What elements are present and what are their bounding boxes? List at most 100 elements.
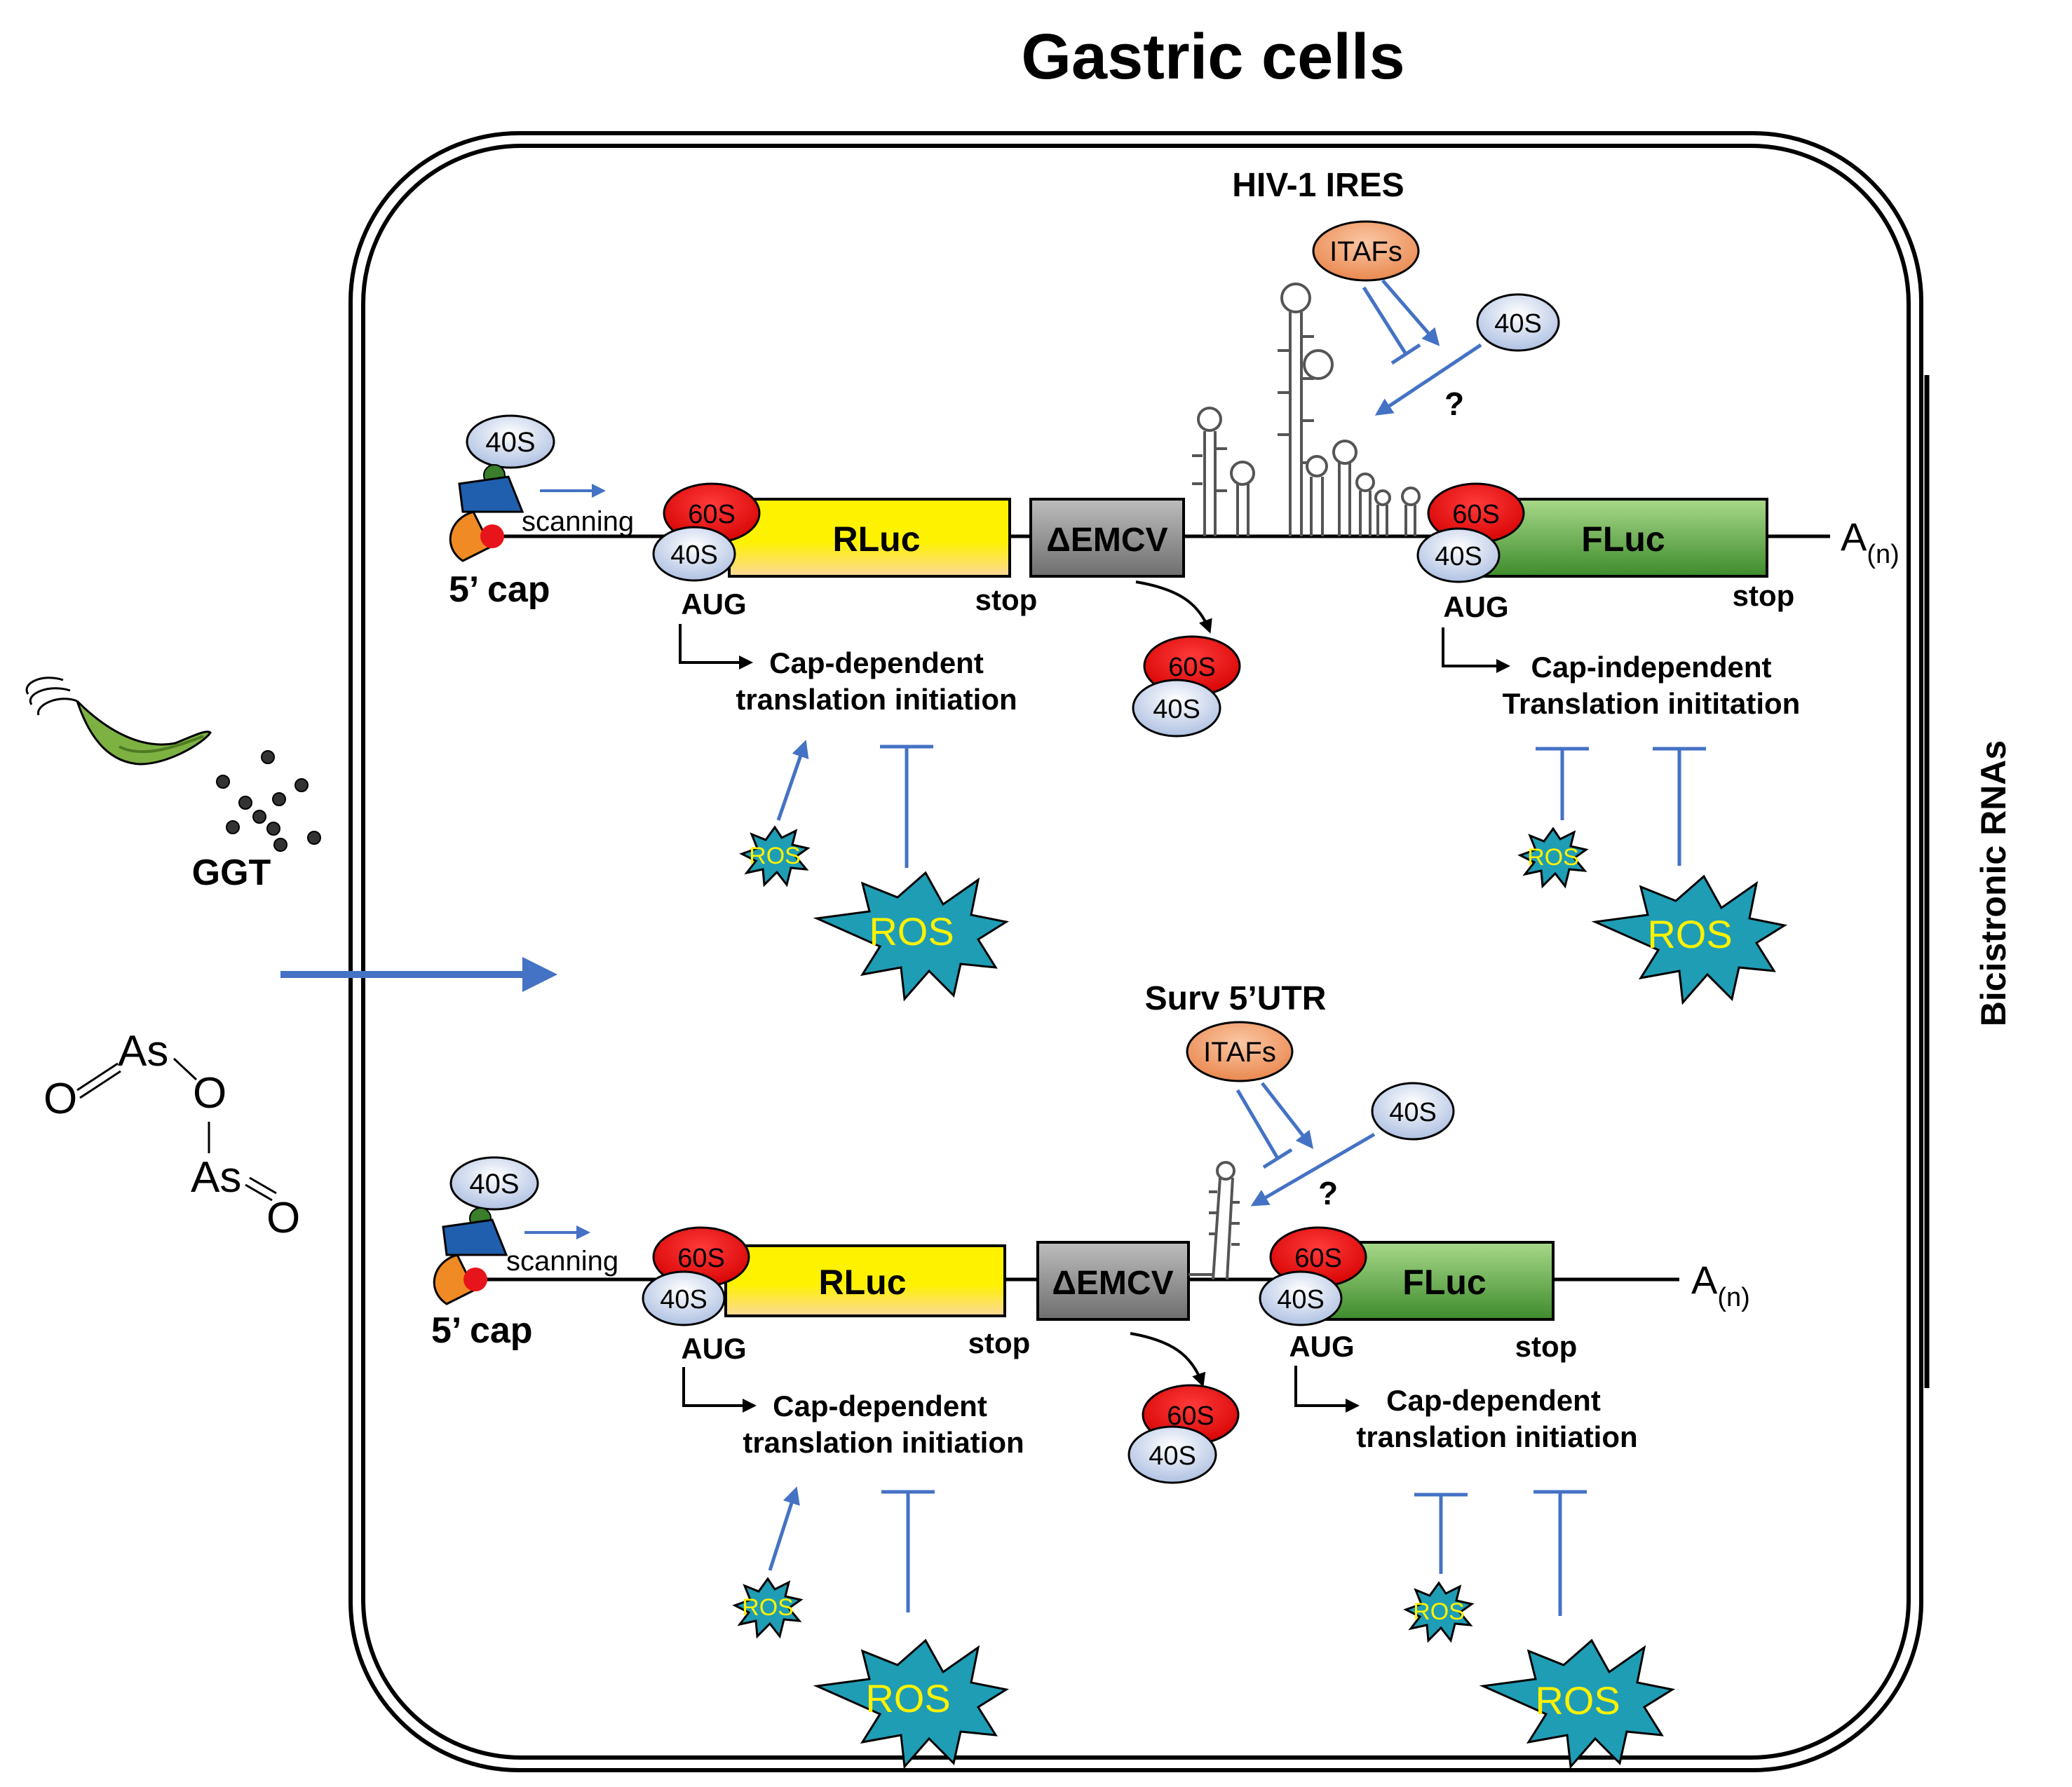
svg-text:O: O xyxy=(43,1075,77,1123)
bicistronic-label: Bicistronic RNAs xyxy=(1974,740,2013,1026)
diagram-title: Gastric cells xyxy=(1021,21,1404,93)
arsenic-trioxide-structure: As O O As O xyxy=(43,1027,300,1242)
bottom-ribo40-cap: 40S xyxy=(469,1169,519,1200)
bottom-ribo60-rluc: 60S xyxy=(677,1244,725,1273)
top-ribo40-rluc: 40S xyxy=(670,541,718,570)
bottom-aug2: AUG xyxy=(1289,1330,1354,1363)
top-ros-activate-arrow xyxy=(776,740,809,821)
bottom-initiation1-line2: translation initiation xyxy=(743,1426,1024,1459)
bottom-ros-inhibit-right-2 xyxy=(1533,1490,1587,1616)
top-ros-small-left: ROS xyxy=(749,843,801,869)
bottom-demcv-label: ΔEMCV xyxy=(1052,1265,1173,1302)
top-ros-big-right-icon xyxy=(1591,874,1787,1005)
bottom-ros-big-left-icon xyxy=(813,1638,1009,1769)
top-question-mark: ? xyxy=(1444,386,1464,422)
bottom-stop2: stop xyxy=(1515,1330,1578,1363)
top-cap-label: 5’ cap xyxy=(449,569,550,610)
bottom-element-label: Surv 5’UTR xyxy=(1145,980,1327,1017)
top-polya: A(n) xyxy=(1841,515,1900,569)
svg-text:As: As xyxy=(118,1027,168,1075)
top-stop1: stop xyxy=(975,583,1038,616)
bottom-ros-inhibit-right-1 xyxy=(1414,1493,1468,1574)
svg-text:O: O xyxy=(266,1194,300,1242)
top-aug2: AUG xyxy=(1443,590,1508,623)
bottom-ros-big-left: ROS xyxy=(865,1676,950,1720)
top-ros-inhibit-right-1 xyxy=(1536,747,1589,820)
top-ros-small-right-icon xyxy=(1517,827,1589,889)
svg-text:O: O xyxy=(193,1069,226,1117)
top-ros-inhibit-right-2 xyxy=(1653,747,1706,866)
bottom-ros-big-right: ROS xyxy=(1535,1678,1620,1723)
bottom-ros-inhibit-left xyxy=(881,1490,935,1612)
bottom-ribo60-fluc: 60S xyxy=(1294,1244,1342,1273)
bottom-cap-label: 5’ cap xyxy=(431,1310,533,1351)
bottom-rluc-label: RLuc xyxy=(819,1263,907,1302)
top-free-40s-label: 40S xyxy=(1494,309,1542,339)
top-40s-recruit-arrow xyxy=(1374,343,1482,416)
cell-outer-membrane xyxy=(348,131,1923,1772)
bottom-aug1: AUG xyxy=(681,1332,746,1365)
top-initiation2-line2: Translation inititation xyxy=(1503,687,1801,720)
top-itafs-label: ITAFs xyxy=(1329,236,1402,267)
bottom-construct: Surv 5’UTR 40S scanning 5’ cap RLuc 60S … xyxy=(431,980,1750,1769)
bottom-ribo40-fluc: 40S xyxy=(1277,1285,1325,1314)
top-ros-big-left: ROS xyxy=(869,909,954,953)
svg-text:As: As xyxy=(191,1153,241,1202)
bottom-initiation2-line1: Cap-dependent xyxy=(1386,1384,1601,1417)
top-rluc-box xyxy=(728,498,1011,578)
ggt-label: GGT xyxy=(192,852,271,893)
top-stop2: stop xyxy=(1733,579,1795,612)
bottom-initiation2-line2: translation initiation xyxy=(1356,1420,1637,1453)
top-ros-small-left-icon xyxy=(739,825,811,888)
top-ribo40-cap: 40S xyxy=(485,427,535,458)
bottom-utr-structure xyxy=(1189,1161,1240,1280)
top-initiation2-arrow xyxy=(1442,627,1510,673)
bottom-ros-activate-arrow xyxy=(768,1486,800,1571)
top-ros-big-right: ROS xyxy=(1647,912,1732,956)
bottom-ros-small-right-icon xyxy=(1403,1581,1475,1643)
bottom-free-40s xyxy=(1371,1082,1455,1141)
top-release-arrow xyxy=(1135,580,1212,634)
bottom-ros-big-right-icon xyxy=(1479,1638,1675,1769)
top-released-40s: 40S xyxy=(1153,695,1200,724)
bottom-scanning-label: scanning xyxy=(506,1246,618,1277)
cell-inner-membrane xyxy=(361,144,1911,1760)
bottom-itafs-inhibit xyxy=(1235,1089,1293,1169)
top-aug1: AUG xyxy=(681,587,746,620)
top-fluc-label: FLuc xyxy=(1581,519,1665,559)
bottom-initiation1-line1: Cap-dependent xyxy=(773,1389,987,1422)
bacterium-icon xyxy=(25,677,212,766)
top-itafs-inhibit xyxy=(1362,286,1421,365)
top-rluc-label: RLuc xyxy=(833,519,921,559)
top-construct: HIV-1 IRES 40S scanning 5’ cap RLuc 60S … xyxy=(449,167,1900,1005)
top-released-60s: 60S xyxy=(1168,653,1216,682)
bottom-itafs-activate-arrow xyxy=(1261,1082,1314,1149)
bottom-ros-small-right: ROS xyxy=(1413,1598,1465,1625)
top-initiation1-line1: Cap-dependent xyxy=(769,646,984,679)
bottom-ros-small-left-icon xyxy=(732,1577,804,1639)
bottom-released-40s: 40S xyxy=(1149,1441,1196,1471)
bottom-40s-recruit-arrow xyxy=(1250,1132,1376,1207)
top-ros-big-left-icon xyxy=(813,871,1009,1002)
bottom-itafs-label: ITAFs xyxy=(1203,1037,1276,1068)
top-cap-complex-icon xyxy=(449,414,555,562)
top-scanning-label: scanning xyxy=(522,506,634,537)
bottom-release-arrow xyxy=(1130,1332,1206,1387)
bottom-fluc-label: FLuc xyxy=(1402,1263,1486,1302)
bottom-initiation1-arrow xyxy=(682,1367,757,1413)
ggt-particles-icon xyxy=(216,750,321,852)
bottom-ribo40-rluc: 40S xyxy=(660,1285,707,1314)
top-initiation1-line2: translation initiation xyxy=(736,683,1017,716)
top-itafs-activate-arrow xyxy=(1381,279,1440,346)
top-demcv-label: ΔEMCV xyxy=(1046,522,1167,559)
bottom-itafs-shape xyxy=(1186,1021,1294,1082)
top-ribo60-rluc: 60S xyxy=(688,500,736,529)
top-initiation2-line1: Cap-independent xyxy=(1531,651,1772,684)
top-initiation1-arrow xyxy=(679,624,753,670)
top-ires-structure xyxy=(1192,283,1421,536)
bottom-polya: A(n) xyxy=(1691,1258,1750,1312)
bottom-free-40s-label: 40S xyxy=(1389,1098,1437,1127)
bottom-cap-complex-icon xyxy=(433,1156,539,1305)
